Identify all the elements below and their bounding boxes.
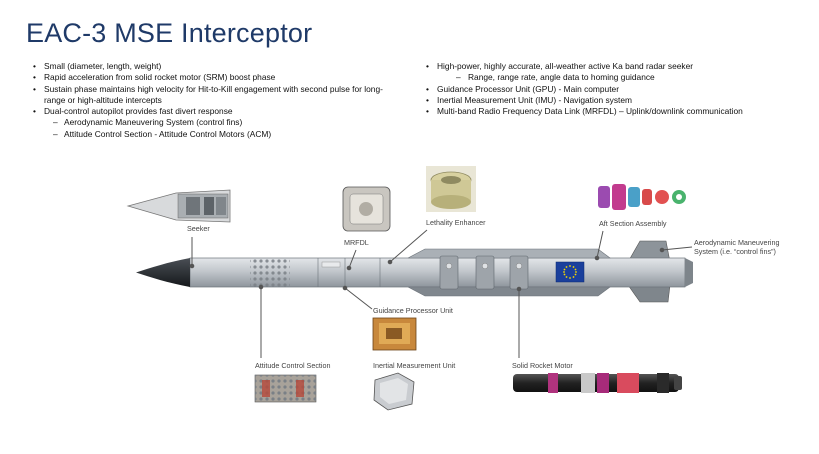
bullet-item: Rapid acceleration from solid rocket mot… (30, 72, 390, 84)
lethality-enhancer-image (426, 166, 476, 212)
eu-flag-icon (555, 261, 585, 283)
gpu-image (372, 317, 417, 351)
aero-label-line1: Aerodynamic Maneuvering (694, 238, 780, 247)
gpu-label: Guidance Processor Unit (373, 306, 453, 315)
mrfdl-image (342, 186, 391, 232)
seeker-label: Seeker (187, 224, 210, 233)
leader-lines (189, 229, 693, 358)
aero-label-line2: System (i.e. “control fins”) (694, 247, 776, 256)
imu-label: Inertial Measurement Unit (373, 361, 455, 370)
acs-image (254, 374, 317, 403)
srm-label: Solid Rocket Motor (512, 361, 573, 370)
acs-label: Attitude Control Section (255, 361, 331, 370)
bullet-item: Small (diameter, length, weight) (30, 61, 390, 73)
seeker-image (126, 189, 231, 223)
missile-body (136, 240, 693, 303)
right-bullet-list: High-power, highly accurate, all-weather… (423, 61, 815, 118)
lethality-enhancer-label: Lethality Enhancer (426, 218, 486, 227)
imu-image (373, 372, 415, 411)
sub-bullet-item: Aerodynamic Maneuvering System (control … (30, 117, 390, 129)
bullet-item: High-power, highly accurate, all-weather… (423, 61, 815, 73)
bullet-item: Guidance Processor Unit (GPU) - Main com… (423, 84, 815, 96)
aft-section-image (598, 184, 686, 210)
bullet-item: Multi-band Radio Frequency Data Link (MR… (423, 106, 815, 118)
bullet-item: Sustain phase maintains high velocity fo… (30, 84, 390, 107)
mrfdl-label: MRFDL (344, 238, 369, 247)
bullet-item: Dual-control autopilot provides fast div… (30, 106, 390, 118)
aft-section-label: Aft Section Assembly (599, 219, 667, 228)
srm-image (513, 373, 682, 393)
sub-bullet-item: Attitude Control Section - Attitude Cont… (30, 129, 390, 141)
left-bullet-list: Small (diameter, length, weight)Rapid ac… (30, 61, 390, 140)
sub-bullet-item: Range, range rate, angle data to homing … (423, 72, 815, 84)
bullet-item: Inertial Measurement Unit (IMU) - Naviga… (423, 95, 815, 107)
page-title: EAC-3 MSE Interceptor (26, 18, 313, 48)
